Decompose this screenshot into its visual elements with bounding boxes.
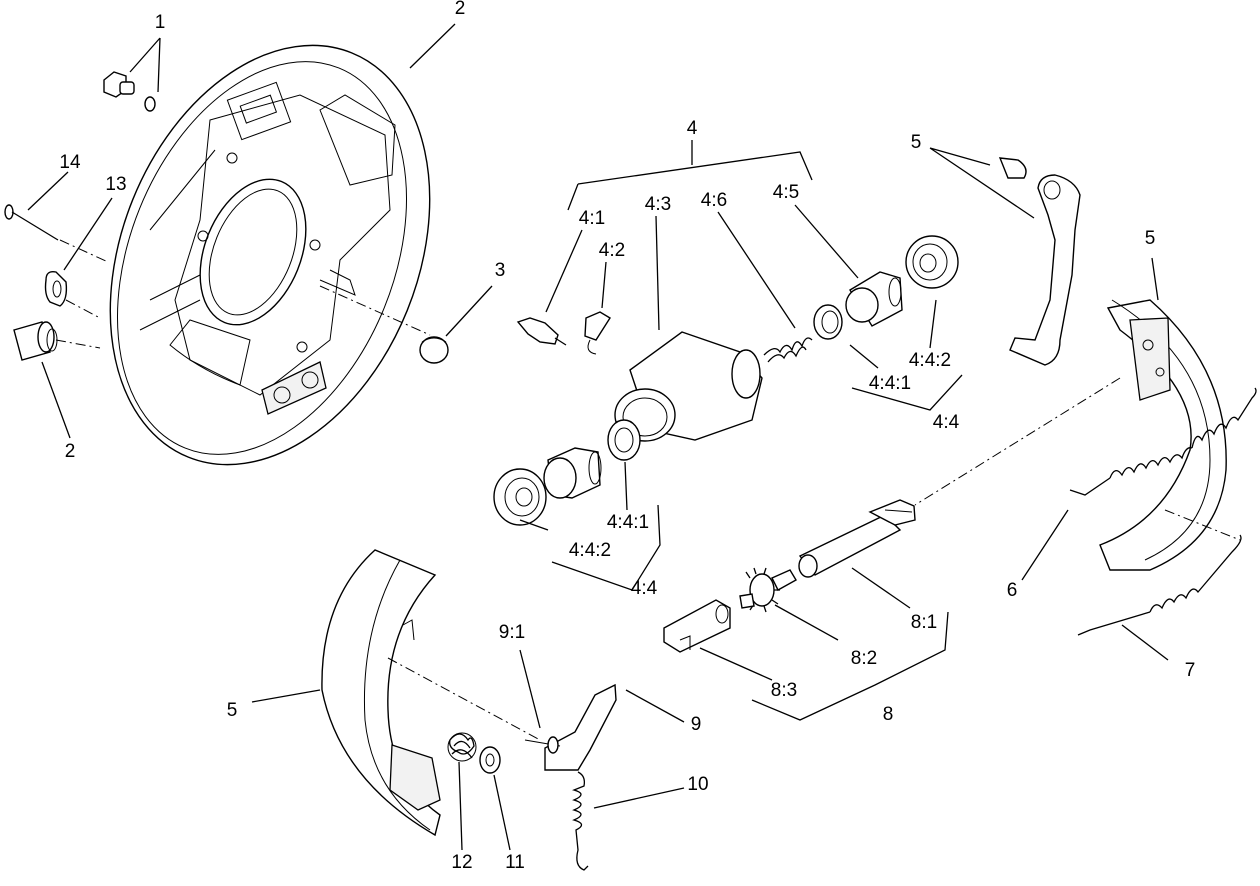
label-4-4-2-right: 4:4:2: [909, 350, 951, 371]
label-14: 14: [59, 152, 81, 173]
label-1: 1: [155, 12, 166, 33]
label-2-top: 2: [455, 0, 466, 19]
backing-plate: [109, 44, 431, 466]
label-9: 9: [691, 714, 702, 735]
brake-shoe-left: [321, 549, 441, 837]
piston-left: [543, 447, 602, 499]
brake-shoe-right: [1099, 299, 1227, 571]
label-4-4-1-right: 4:4:1: [869, 373, 911, 394]
label-4-4-right: 4:4: [933, 412, 960, 433]
adjuster-screw-tube: [798, 499, 916, 578]
adjuster-wheel: [739, 567, 797, 613]
plug: [13, 321, 58, 361]
adjuster-socket: [663, 599, 731, 653]
label-7: 7: [1185, 660, 1196, 681]
wheel-cylinder-body: [614, 331, 763, 442]
label-4-2: 4:2: [599, 240, 625, 261]
hold-down-spring: [447, 732, 477, 762]
parking-lever-link: [524, 683, 617, 771]
label-13: 13: [105, 174, 126, 195]
hold-down-pin: [4, 204, 59, 241]
label-4-1: 4:1: [579, 208, 605, 229]
leader-lines: [27, 23, 1169, 851]
label-8-3: 8:3: [771, 680, 797, 701]
label-8: 8: [883, 704, 894, 725]
label-10: 10: [687, 774, 708, 795]
bleeder-cap: [584, 311, 611, 355]
return-spring-upper: [1069, 387, 1257, 496]
piston-right: [845, 271, 903, 327]
label-4-4-2-left: 4:4:2: [569, 540, 611, 561]
label-9-1: 9:1: [499, 622, 525, 643]
dust-boot-left: [493, 468, 547, 526]
return-spring-lower: [1077, 534, 1242, 636]
callout-labels: 1 2 14 13 2 3 4 4:1 4:2 4:3 4:6 4:5 4:4:…: [59, 0, 1195, 873]
label-5-top: 5: [911, 132, 922, 153]
label-12: 12: [451, 852, 472, 873]
parking-brake-lever: [998, 157, 1081, 366]
bolt-and-washer: [103, 71, 156, 112]
label-11: 11: [505, 852, 525, 873]
label-5-left: 5: [227, 700, 238, 721]
label-4: 4: [687, 118, 698, 139]
lever-spring: [571, 771, 589, 871]
cap-plug: [419, 336, 449, 364]
piston-cup-right: [813, 304, 843, 340]
label-4-4-left: 4:4: [631, 578, 658, 599]
label-4-6: 4:6: [701, 190, 727, 211]
label-4-4-1-left: 4:4:1: [607, 512, 649, 533]
label-6: 6: [1007, 580, 1018, 601]
piston-cup-left: [607, 419, 641, 461]
label-8-1: 8:1: [911, 612, 937, 633]
cylinder-spring: [763, 337, 813, 363]
label-5-right: 5: [1145, 228, 1156, 249]
label-4-3: 4:3: [645, 194, 671, 215]
label-4-5: 4:5: [773, 182, 799, 203]
bleeder-screw: [516, 317, 567, 346]
label-8-2: 8:2: [851, 648, 877, 669]
grommet: [44, 270, 68, 307]
hold-down-cup: [479, 746, 501, 774]
label-2-bottom: 2: [65, 441, 76, 462]
dust-boot-right: [905, 235, 959, 289]
label-3: 3: [495, 260, 506, 281]
